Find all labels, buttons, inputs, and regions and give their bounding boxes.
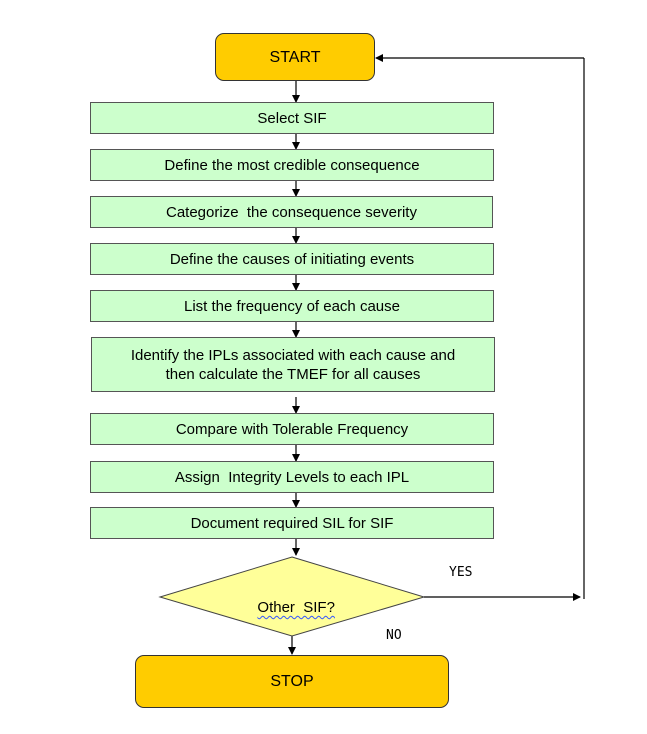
decision-label: Other SIF? — [212, 582, 372, 616]
stop-terminal: STOP — [135, 655, 449, 708]
stop-label: STOP — [270, 673, 314, 690]
step-define-consequence: Define the most credible consequence — [90, 149, 494, 181]
no-label: NO — [386, 628, 402, 643]
start-terminal: START — [215, 33, 375, 81]
step-label: Categorize the consequence severity — [166, 203, 417, 221]
step-label: Identify the IPLs associated with each c… — [130, 346, 456, 383]
step-label: Define the causes of initiating events — [169, 250, 415, 268]
step-compare-tolerable: Compare with Tolerable Frequency — [90, 413, 494, 445]
decision-text: Other SIF? — [257, 599, 335, 616]
step-label: Compare with Tolerable Frequency — [175, 420, 409, 438]
step-categorize-severity: Categorize the consequence severity — [90, 196, 493, 228]
start-label: START — [269, 48, 321, 66]
step-list-frequency: List the frequency of each cause — [90, 290, 494, 322]
step-define-causes: Define the causes of initiating events — [90, 243, 494, 275]
step-select-sif: Select SIF — [90, 102, 494, 134]
step-label: List the frequency of each cause — [184, 297, 400, 315]
step-label: Select SIF — [257, 109, 327, 127]
step-label: Define the most credible consequence — [164, 156, 420, 174]
decision-diamond — [158, 556, 426, 637]
step-assign-integrity: Assign Integrity Levels to each IPL — [90, 461, 494, 493]
step-label: Assign Integrity Levels to each IPL — [174, 468, 410, 486]
step-identify-ipls: Identify the IPLs associated with each c… — [91, 337, 495, 392]
step-label: Document required SIL for SIF — [190, 514, 394, 532]
step-document-sil: Document required SIL for SIF — [90, 507, 494, 539]
yes-label: YES — [449, 565, 473, 580]
